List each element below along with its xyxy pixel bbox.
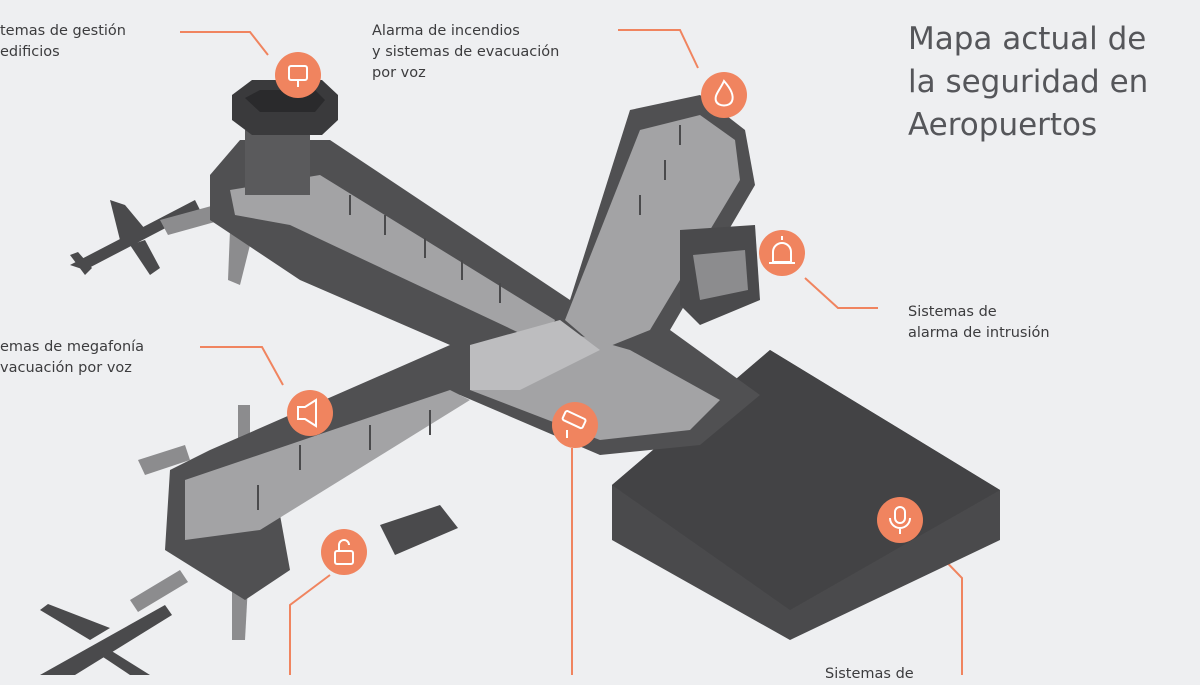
label-line: por voz [372, 65, 426, 81]
microphone-icon[interactable] [877, 497, 923, 543]
label-line: Sistemas de [908, 304, 997, 320]
label-intrusion: Sistemas de alarma de intrusión [908, 302, 1050, 344]
megaphone-icon[interactable] [287, 390, 333, 436]
label-line: y sistemas de evacuación [372, 44, 560, 60]
control-tower [232, 80, 338, 195]
airplane-top [70, 200, 200, 275]
fire-icon[interactable] [701, 72, 747, 118]
label-line: vacuación por voz [0, 360, 132, 376]
label-public-address: emas de megafonía vacuación por voz [0, 337, 144, 379]
label-line: edificios [0, 44, 60, 60]
label-line: Alarma de incendios [372, 23, 520, 39]
label-building-management: temas de gestión edificios [0, 21, 126, 63]
title-line: la seguridad en [908, 64, 1149, 100]
label-line: temas de gestión [0, 23, 126, 39]
columns [257, 125, 681, 510]
cctv-camera-icon[interactable] [552, 402, 598, 448]
title-line: Mapa actual de [908, 21, 1147, 57]
page-title: Mapa actual de la seguridad en Aeropuert… [908, 18, 1148, 147]
alarm-siren-icon[interactable] [759, 230, 805, 276]
label-line: emas de megafonía [0, 339, 145, 355]
airplane-bottom [40, 604, 172, 675]
access-control-lock-icon[interactable] [321, 529, 367, 575]
building-management-icon[interactable] [275, 52, 321, 98]
label-fire-alarm: Alarma de incendios y sistemas de evacua… [372, 21, 559, 84]
title-line: Aeropuertos [908, 107, 1098, 143]
label-line: alarma de intrusión [908, 325, 1050, 341]
